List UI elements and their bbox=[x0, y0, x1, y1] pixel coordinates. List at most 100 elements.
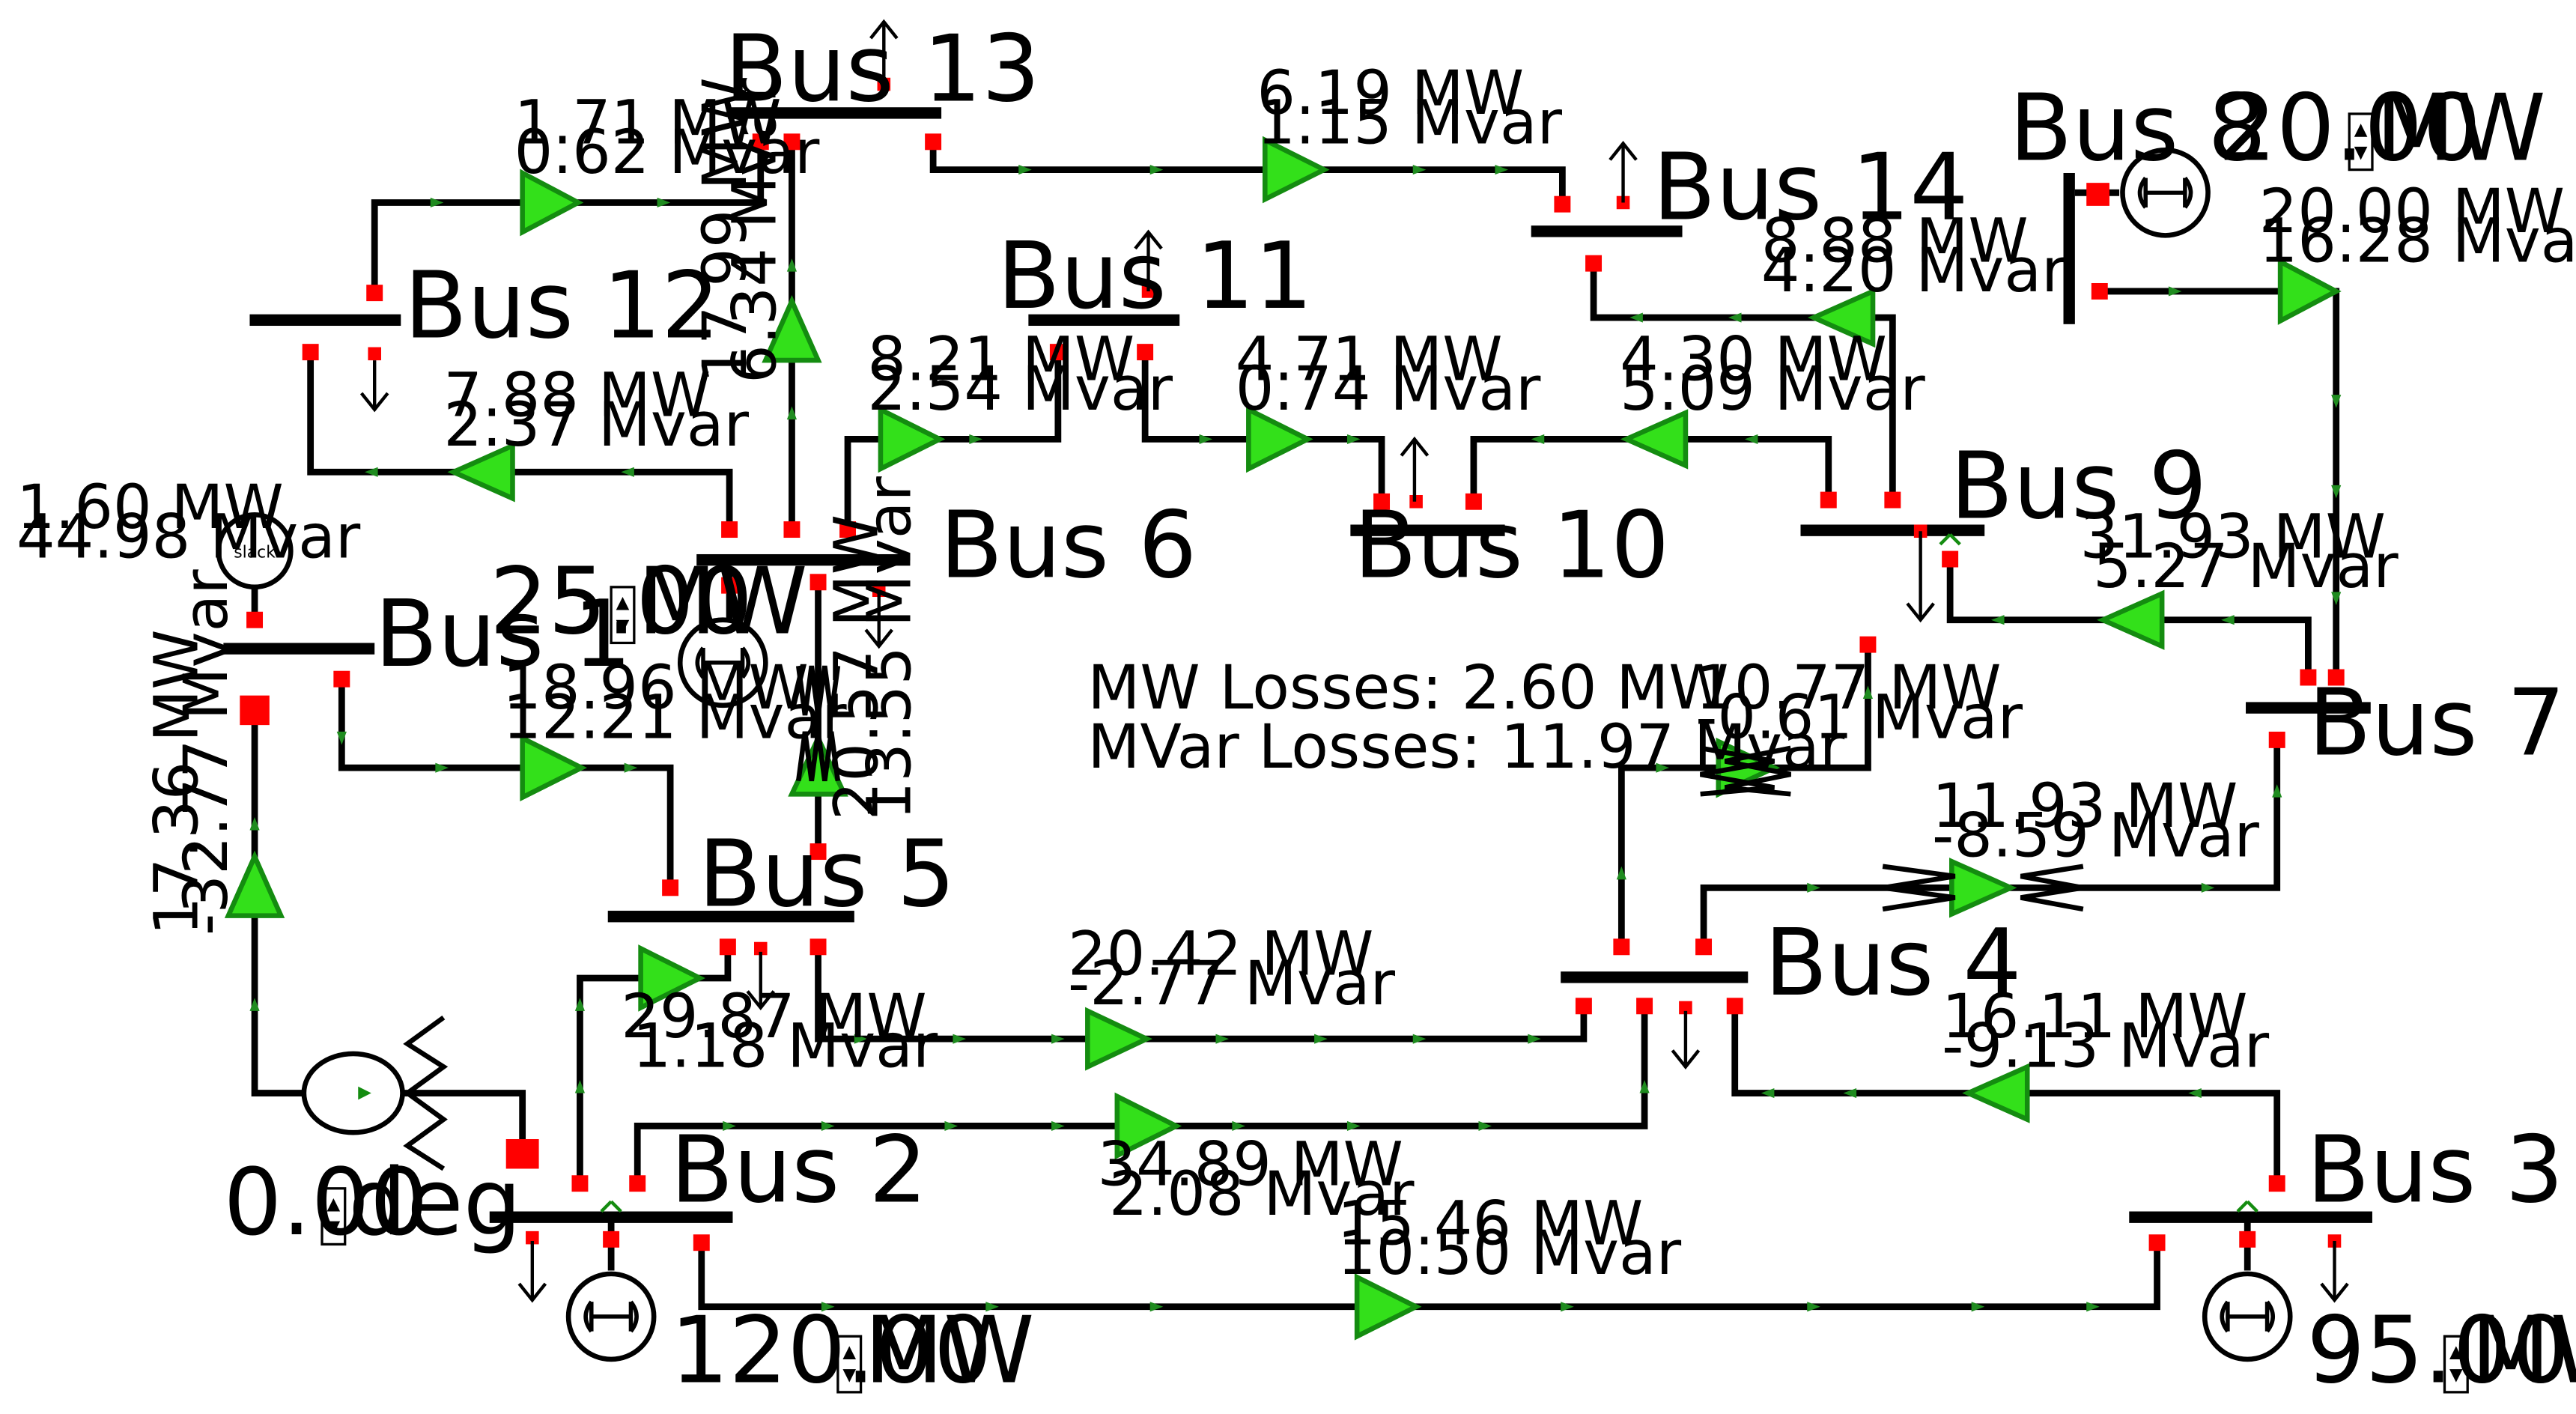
breaker[interactable] bbox=[1820, 491, 1837, 509]
flow-arrow-9-10[interactable] bbox=[1620, 409, 1689, 470]
spinner-phase-shifter[interactable] bbox=[321, 1187, 347, 1246]
breaker[interactable] bbox=[246, 611, 264, 628]
bus-7-bar[interactable] bbox=[2246, 702, 2371, 714]
breaker[interactable] bbox=[1575, 998, 1592, 1015]
bus-3-bar[interactable] bbox=[2129, 1211, 2372, 1223]
bus-11-label: Bus 11 bbox=[997, 222, 1313, 330]
flow-arrow-5-6[interactable] bbox=[788, 732, 848, 797]
breaker[interactable] bbox=[2148, 1234, 2166, 1251]
flow-arrow-13-12[interactable] bbox=[520, 169, 584, 237]
flow-arrow-6-12[interactable] bbox=[447, 442, 515, 503]
breaker[interactable] bbox=[1137, 344, 1154, 361]
breaker[interactable] bbox=[809, 574, 827, 591]
breaker[interactable] bbox=[2239, 1231, 2256, 1248]
breaker[interactable] bbox=[809, 843, 827, 861]
flow-arrow-2-1[interactable] bbox=[224, 850, 285, 918]
breaker[interactable] bbox=[1942, 550, 1959, 568]
breaker[interactable] bbox=[1726, 998, 1743, 1015]
spinner-g8[interactable] bbox=[2348, 112, 2374, 172]
breaker[interactable] bbox=[1695, 938, 1713, 956]
breaker[interactable] bbox=[571, 1175, 589, 1192]
flow-arrow-3-4[interactable] bbox=[1962, 1063, 2030, 1123]
breaker[interactable] bbox=[719, 938, 736, 956]
breaker[interactable] bbox=[1884, 491, 1901, 509]
bus-1-bar[interactable] bbox=[223, 643, 375, 655]
breaker[interactable] bbox=[2086, 183, 2109, 206]
g2-setpoint-value: 120.00 bbox=[670, 1297, 992, 1404]
breaker[interactable] bbox=[1465, 493, 1482, 510]
bus-8-bar[interactable] bbox=[2063, 172, 2075, 324]
bus-11-bar[interactable] bbox=[1028, 314, 1180, 327]
buses bbox=[223, 107, 2372, 1223]
flow-7-9-mvar: 5.27 Mvar bbox=[2093, 532, 2399, 602]
spinner-g3[interactable] bbox=[2443, 1335, 2469, 1394]
breaker[interactable] bbox=[2268, 731, 2285, 748]
generator-icon[interactable] bbox=[2205, 1274, 2290, 1359]
flow-arrow-13-14[interactable] bbox=[1262, 136, 1330, 204]
flow-arrow-5-4[interactable] bbox=[1085, 1007, 1153, 1071]
breaker[interactable] bbox=[783, 133, 801, 151]
breaker[interactable] bbox=[1554, 195, 1571, 213]
breaker[interactable] bbox=[368, 347, 381, 361]
flow-arrow-6-11[interactable] bbox=[878, 405, 946, 473]
breaker[interactable] bbox=[1613, 938, 1630, 956]
breaker[interactable] bbox=[839, 521, 857, 538]
breaker[interactable] bbox=[752, 133, 769, 151]
breaker[interactable] bbox=[240, 695, 270, 726]
bus-10-bar[interactable] bbox=[1350, 524, 1505, 536]
breaker[interactable] bbox=[809, 938, 827, 956]
bus-5-bar[interactable] bbox=[607, 911, 854, 923]
spinner-g2[interactable] bbox=[836, 1335, 863, 1394]
breaker[interactable] bbox=[1585, 255, 1603, 272]
flow-arrow-2-5[interactable] bbox=[638, 944, 705, 1012]
breaker[interactable] bbox=[721, 577, 738, 594]
breaker[interactable] bbox=[872, 583, 886, 598]
breaker[interactable] bbox=[333, 670, 350, 688]
flow-arrow-7-9[interactable] bbox=[2097, 589, 2165, 650]
flow-arrow-6-13[interactable] bbox=[762, 295, 822, 363]
flow-4-7-mw: 11.93 MW bbox=[1932, 771, 2238, 842]
breaker[interactable] bbox=[1049, 344, 1066, 361]
breaker[interactable] bbox=[925, 133, 942, 151]
breaker[interactable] bbox=[2268, 1175, 2285, 1192]
spinner-g6[interactable] bbox=[610, 586, 636, 645]
flow-arrow-2-3[interactable] bbox=[1354, 1272, 1422, 1341]
bus-4-bar[interactable] bbox=[1561, 971, 1749, 983]
flow-arrow-8-7[interactable] bbox=[2277, 257, 2342, 325]
breaker[interactable] bbox=[1859, 636, 1877, 653]
flow-arrow-1-5[interactable] bbox=[520, 734, 587, 801]
bus-12-bar[interactable] bbox=[249, 314, 401, 327]
flow-arrow-11-10[interactable] bbox=[1246, 405, 1313, 473]
breaker[interactable] bbox=[2327, 669, 2345, 686]
flow-arrow-4-7[interactable] bbox=[1949, 858, 2017, 918]
flow-arrow-9-14[interactable] bbox=[1807, 287, 1876, 348]
breaker[interactable] bbox=[721, 521, 738, 538]
breaker[interactable] bbox=[629, 1175, 646, 1192]
breaker[interactable] bbox=[2091, 282, 2108, 300]
breaker[interactable] bbox=[753, 941, 768, 956]
breaker[interactable] bbox=[1636, 998, 1653, 1015]
bus-14-bar[interactable] bbox=[1531, 225, 1683, 237]
bus-6-bar[interactable] bbox=[696, 553, 911, 566]
breaker[interactable] bbox=[603, 1231, 620, 1248]
bus-14-label: Bus 14 bbox=[1653, 133, 1969, 240]
breaker[interactable] bbox=[1679, 1001, 1692, 1015]
breaker[interactable] bbox=[1373, 493, 1391, 510]
flow-5-4-mw: 20.42 MW bbox=[1068, 920, 1373, 990]
bus-13-bar[interactable] bbox=[727, 107, 942, 119]
breaker[interactable] bbox=[693, 1234, 710, 1251]
breaker[interactable] bbox=[662, 879, 679, 896]
loss-summary: MW Losses: 2.60 MW MVar Losses: 11.97 Mv… bbox=[1087, 653, 1844, 783]
breaker[interactable] bbox=[526, 1231, 539, 1245]
slack-generator-icon[interactable]: slack bbox=[216, 512, 294, 590]
flow-arrow-2-4[interactable] bbox=[1114, 1092, 1182, 1160]
breaker[interactable] bbox=[783, 521, 801, 538]
bus-2-bar[interactable] bbox=[489, 1211, 733, 1223]
generator-icon[interactable] bbox=[568, 1274, 654, 1359]
bus-9-bar[interactable] bbox=[1800, 524, 1985, 536]
breaker[interactable] bbox=[366, 285, 383, 302]
breaker[interactable] bbox=[302, 344, 319, 361]
breaker[interactable] bbox=[2300, 669, 2317, 686]
breaker[interactable] bbox=[505, 1138, 539, 1169]
